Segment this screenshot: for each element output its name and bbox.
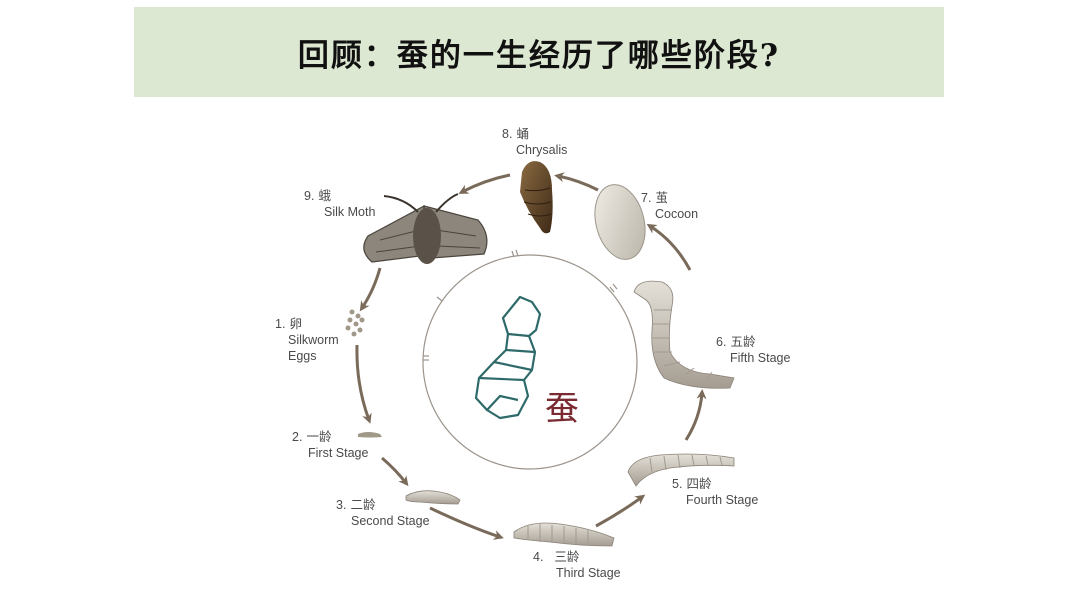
stage-label-2: 2.一龄 First Stage	[292, 430, 369, 460]
stage-label-9: 9.蛾 Silk Moth	[304, 189, 376, 219]
fifth-stage-larva-icon	[633, 280, 735, 389]
cycle-arrows	[355, 172, 707, 540]
fourth-stage-larva-icon	[627, 453, 735, 487]
silkworm-glyph-icon	[474, 295, 542, 420]
circle-tick-marks	[423, 249, 618, 361]
silkworm-eggs-icon	[345, 309, 365, 337]
page-title: 回顾：蚕的一生经历了哪些阶段?	[297, 37, 781, 74]
second-stage-larva-icon	[405, 490, 461, 505]
stage-label-1: 1.卵 Silkworm Eggs	[275, 317, 339, 363]
silk-moth-icon	[363, 193, 488, 264]
first-stage-larva-icon	[358, 432, 382, 438]
inner-circle	[422, 254, 638, 470]
third-stage-larva-icon	[513, 522, 615, 547]
stage-label-5: 5.四龄 Fourth Stage	[672, 477, 759, 507]
stage-label-4: 4. 三龄 Third Stage	[533, 550, 621, 580]
title-banner: 回顾：蚕的一生经历了哪些阶段?	[134, 7, 944, 97]
stage-label-8: 8.蛹 Chrysalis	[502, 127, 568, 157]
stage-label-3: 3.二龄 Second Stage	[336, 498, 430, 528]
chrysalis-icon	[520, 161, 553, 234]
center-character: 蚕	[545, 389, 579, 429]
stage-label-6: 6.五龄 Fifth Stage	[716, 335, 791, 365]
stage-label-7: 7.茧 Cocoon	[641, 191, 699, 221]
cocoon-icon	[594, 184, 646, 260]
